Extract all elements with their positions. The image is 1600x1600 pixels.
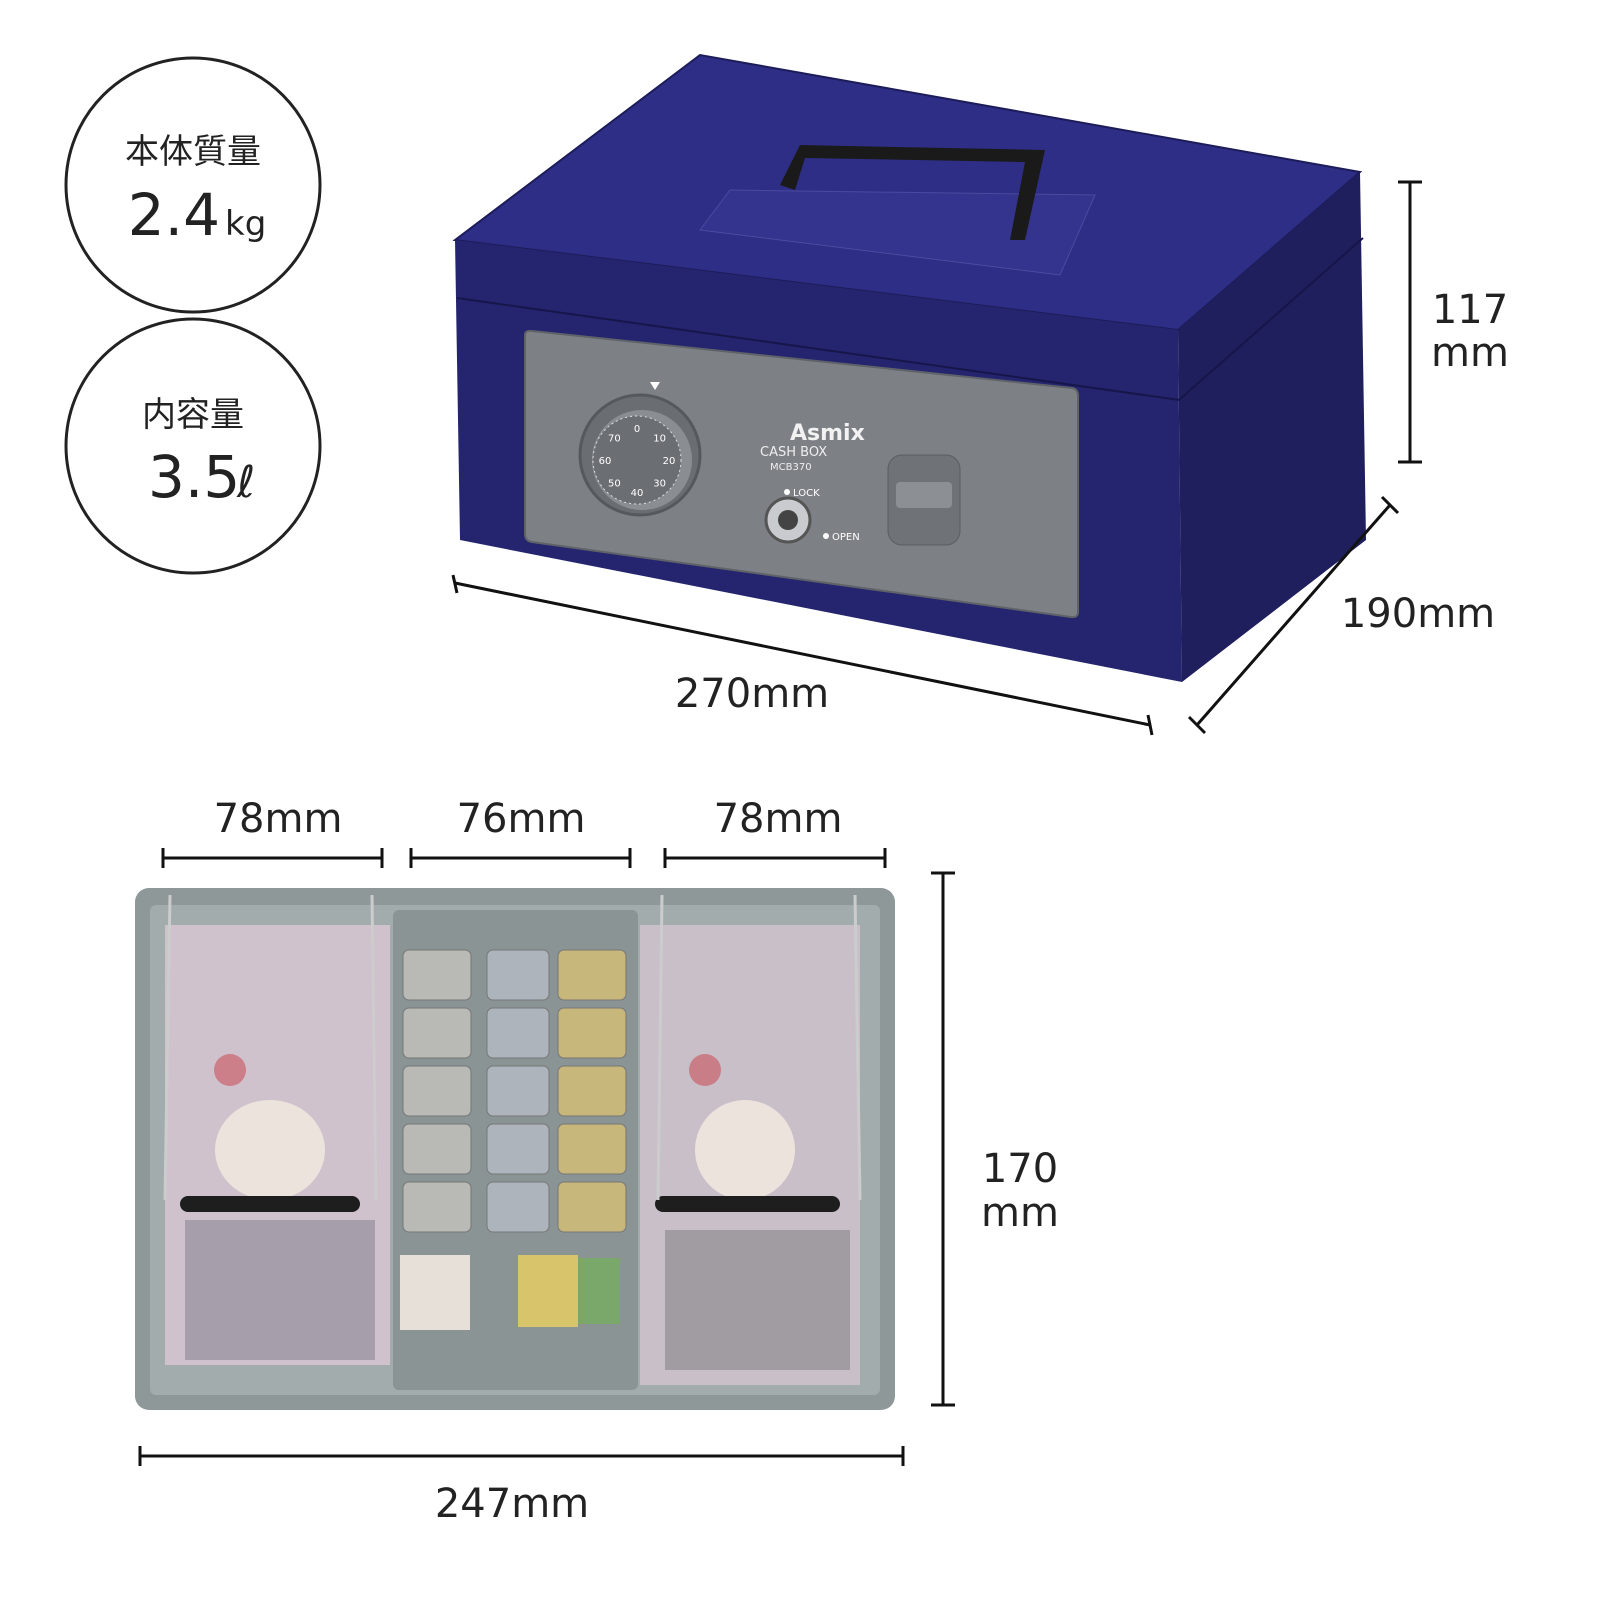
open-label: OPEN: [832, 532, 860, 543]
coin-stack: [486, 1181, 550, 1233]
latch[interactable]: [887, 454, 961, 546]
tray-right-width: 78mm: [714, 796, 843, 842]
depth-label: 190mm: [1341, 591, 1495, 637]
dial-number: 50: [608, 479, 621, 490]
bill-left: [165, 925, 390, 1365]
bill-clip-right[interactable]: [655, 1196, 840, 1212]
bill-clip-left[interactable]: [180, 1196, 360, 1212]
dial-number: 10: [653, 433, 666, 444]
width-label: 270mm: [675, 671, 829, 717]
coin-stack: [402, 949, 472, 1001]
coin-stack: [557, 1181, 627, 1233]
cash-box: 0 10 20 30 40 50 60 70 Asmix CASH BOX MCB370 LO…: [452, 53, 1366, 682]
tray-depth-value: 170: [982, 1146, 1058, 1192]
box-dimension-lines: [451, 180, 1422, 736]
coin-stack: [557, 1007, 627, 1059]
dial-number: 60: [599, 456, 612, 467]
key-lock[interactable]: [764, 496, 812, 544]
weight-badge: 本体質量 2.4 kg: [64, 56, 322, 314]
combination-dial[interactable]: 0 10 20 30 40 50 60 70: [578, 382, 702, 517]
dial-number: 20: [663, 456, 676, 467]
capacity-unit: ℓ: [236, 457, 255, 508]
coin-stack: [557, 1123, 627, 1175]
bill-right: [640, 925, 860, 1385]
height-value: 117: [1432, 287, 1508, 333]
coin-stack: [486, 949, 550, 1001]
tray-total-width: 247mm: [435, 1481, 589, 1527]
coin-stack: [402, 1007, 472, 1059]
coin-stack: [557, 949, 627, 1001]
capacity-value: 3.5: [148, 443, 240, 511]
product-name: CASH BOX: [760, 445, 827, 460]
model-number: MCB370: [770, 462, 812, 473]
tray-left-width: 78mm: [214, 796, 343, 842]
height-unit: mm: [1431, 330, 1509, 376]
dial-number: 30: [653, 479, 666, 490]
coin-stack: [486, 1007, 550, 1059]
capacity-badge: 内容量 3.5 ℓ: [64, 317, 322, 575]
brand-logo: Asmix: [790, 421, 865, 446]
coin-stack: [557, 1065, 627, 1117]
handle[interactable]: [780, 145, 1045, 240]
tray-middle-width: 76mm: [457, 796, 586, 842]
coin-insert: [393, 910, 638, 1390]
weight-label: 本体質量: [125, 132, 261, 172]
dial-number: 0: [634, 424, 640, 435]
coin-stack: [402, 1123, 472, 1175]
coin-stack: [486, 1065, 550, 1117]
lock-label: LOCK: [793, 488, 820, 499]
dial-number: 70: [608, 433, 621, 444]
tray-depth-unit: mm: [981, 1190, 1059, 1236]
weight-value: 2.4: [128, 181, 220, 249]
dial-number: 40: [631, 488, 644, 499]
coin-stack: [486, 1123, 550, 1175]
coin-stack: [402, 1181, 472, 1233]
capacity-label: 内容量: [142, 395, 244, 435]
weight-unit: kg: [225, 204, 266, 244]
money-tray: [135, 888, 895, 1410]
coin-stack: [402, 1065, 472, 1117]
tray-dimension-lines: [138, 848, 955, 1466]
